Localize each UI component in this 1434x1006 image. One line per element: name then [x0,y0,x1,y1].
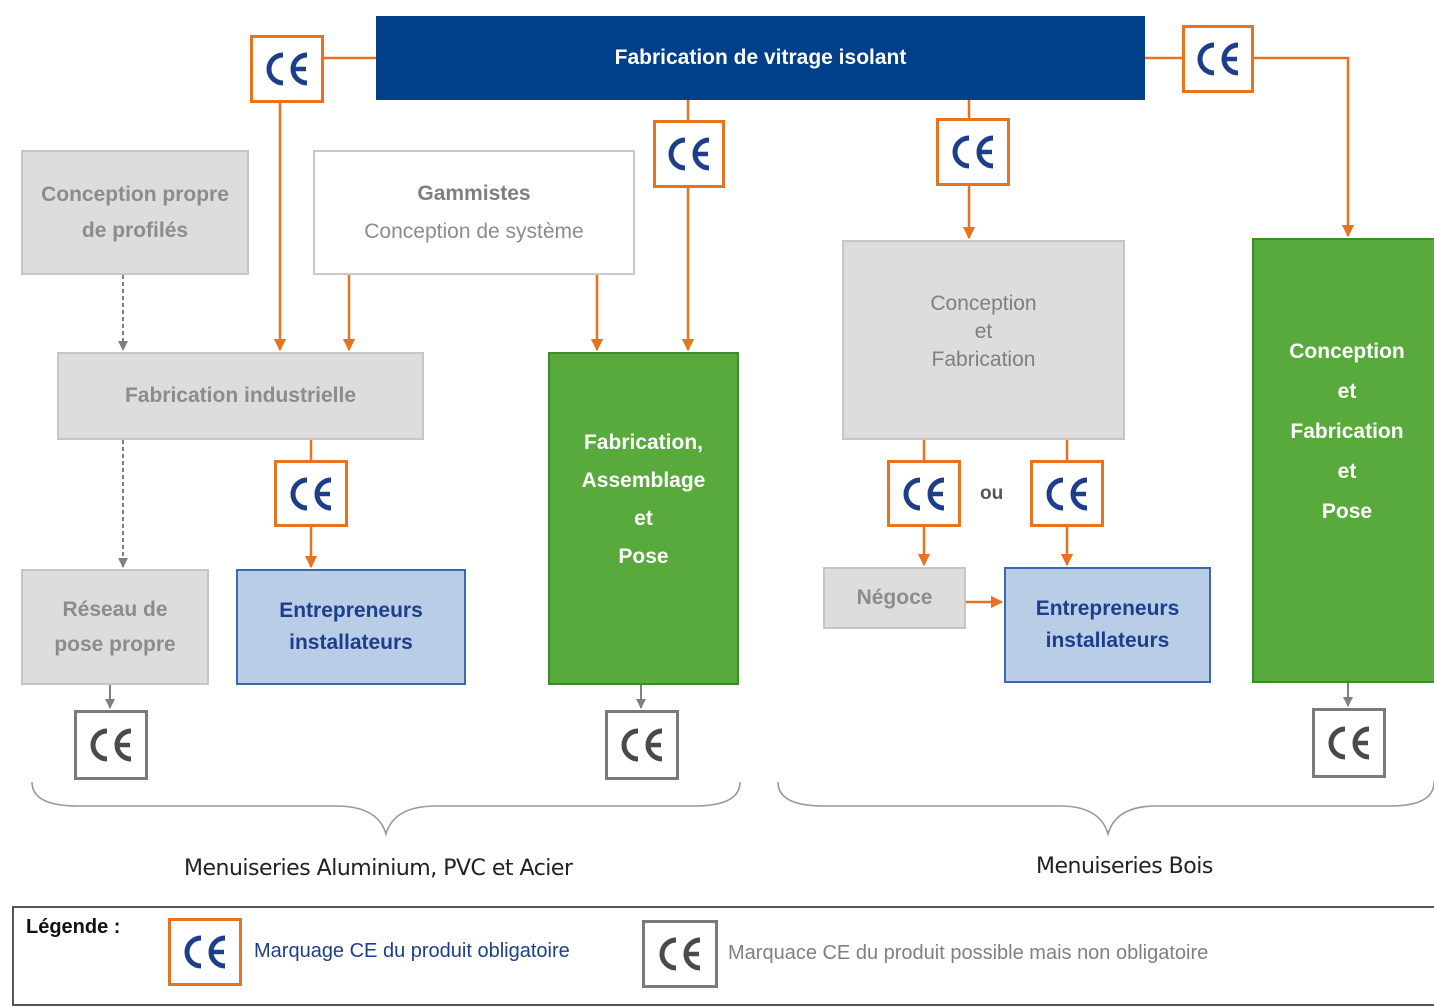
ce-mark-glyph [952,135,994,169]
box-conception-profiles: Conception propre de profilés [21,150,249,275]
box-line: de profilés [81,218,189,242]
ce-mark-icon [1312,708,1386,778]
banner-title: Fabrication de vitrage isolant [614,46,907,69]
box-line: Entrepreneurs [1035,597,1180,620]
ce-mark-icon [642,920,718,988]
box-line: Conception propre [41,182,229,206]
box-line: installateurs [289,631,413,654]
ce-mark-glyph [90,728,132,762]
ce-mark-icon [605,710,679,780]
gammistes-subtitle: Conception de système [364,219,584,243]
ce-mark-icon [1030,460,1104,527]
ou-label: ou [980,483,1004,504]
gammistes-title: Gammistes [417,181,531,205]
box-line: et [974,320,993,343]
ce-mark-icon [653,120,725,188]
box-entrepreneurs-left: Entrepreneurs installateurs [236,569,466,685]
group-label-left: Menuiseries Aluminium, PVC et Acier [184,856,573,881]
box-line: Fabrication [931,348,1036,371]
ce-mark-icon [887,460,961,527]
box-negoce: Négoce [823,567,966,629]
box-line: Pose [618,545,669,568]
group-label-right: Menuiseries Bois [1036,854,1213,879]
box-line: Assemblage [581,469,706,492]
box-line: Négoce [856,586,933,609]
box-entrepreneurs-right: Entrepreneurs installateurs [1004,567,1211,683]
brace-right [777,781,1434,837]
ce-mark-glyph [184,935,226,969]
box-line: et [634,507,653,530]
fabrication-vitrage-banner: Fabrication de vitrage isolant [376,16,1145,100]
ce-mark-icon [274,460,348,527]
legend-required-text: Marquage CE du produit obligatoire [254,940,570,962]
box-line: Réseau de [62,598,168,621]
box-line: Entrepreneurs [279,599,423,622]
ce-mark-glyph [668,137,710,171]
box-conception-fabrication: Conception et Fabrication [842,240,1125,440]
box-gammistes: Gammistes Conception de système [313,150,635,275]
box-reseau-pose: Réseau de pose propre [21,569,209,685]
ce-mark-glyph [1197,42,1239,76]
ce-mark-glyph [659,937,701,971]
box-line: Conception [930,292,1037,315]
ce-mark-icon [1182,25,1254,93]
box-fabrication-assemblage-pose: Fabrication, Assemblage et Pose [548,352,739,685]
box-conception-fabrication-pose: Conception et Fabrication et Pose [1252,238,1434,683]
ce-mark-glyph [903,477,945,510]
ce-mark-icon [74,710,148,780]
box-line: pose propre [54,633,176,656]
box-line: Fabrication, [583,431,704,454]
box-line: Fabrication industrielle [124,384,357,407]
box-line: installateurs [1045,629,1170,652]
box-line: Pose [1321,500,1373,523]
ce-mark-glyph [290,477,332,510]
ce-mark-glyph [1328,726,1370,760]
ce-mark-glyph [621,728,663,762]
ce-mark-icon [936,118,1010,186]
legend-optional-text: Marquace CE du produit possible mais non… [728,942,1209,964]
ce-mark-glyph [1046,477,1088,510]
arrow-ce-far-right-to-green [1254,56,1355,238]
brace-left [31,781,741,837]
ce-mark-icon [168,918,242,986]
ce-mark-icon [250,35,324,103]
box-fabrication-industrielle: Fabrication industrielle [57,352,424,440]
box-line: Conception [1289,340,1405,363]
legend-title: Légende : [26,916,121,938]
box-line: Fabrication [1290,420,1404,443]
box-line: et [1337,380,1357,403]
ce-mark-glyph [266,52,308,86]
box-line: et [1337,460,1357,483]
